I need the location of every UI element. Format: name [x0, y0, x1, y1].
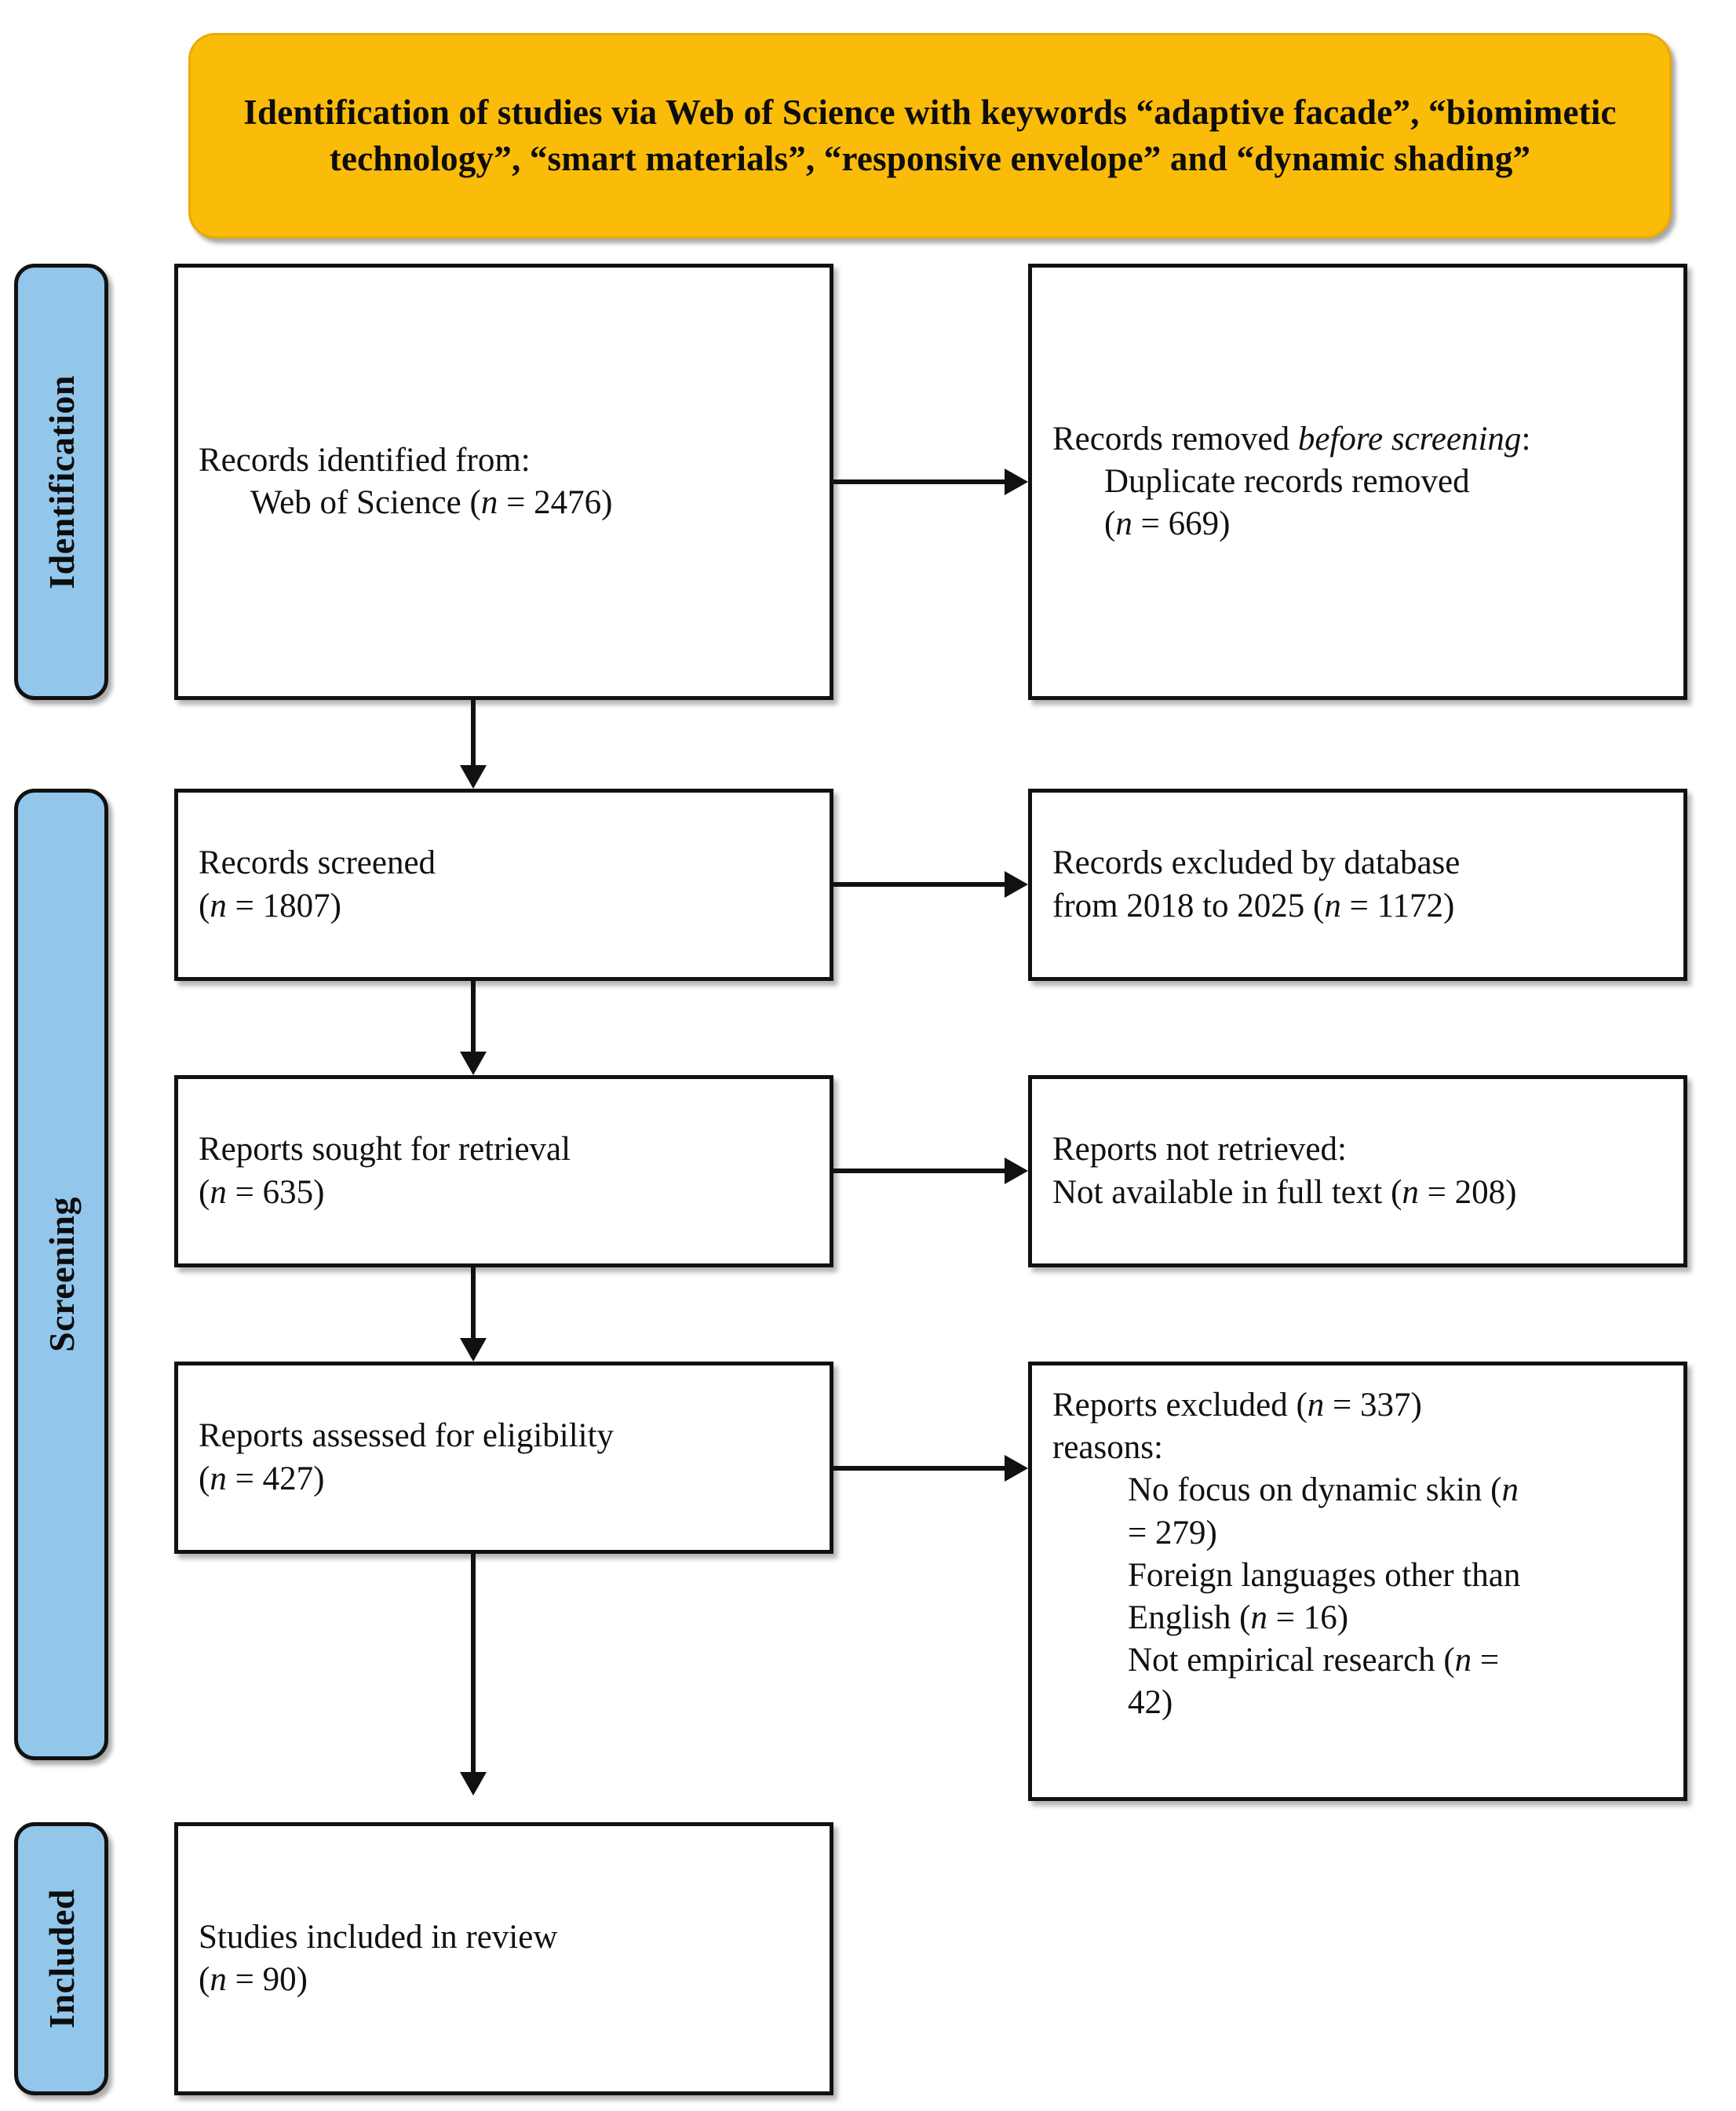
records-excluded-db-line1: Records excluded by database [1052, 844, 1461, 882]
records-removed-line3: (n = 669) [1052, 503, 1663, 545]
studies-included-line2: (n = 90) [199, 1959, 809, 2001]
connector-screened-to-sought [471, 981, 476, 1053]
records-removed-line1: Records removed before screening: [1052, 418, 1663, 461]
before-screening-emphasis: before screening [1297, 420, 1522, 458]
reports-not-retrieved-reason: Not available in full text ( [1052, 1173, 1402, 1211]
connector-sought-to-assessed [471, 1267, 476, 1340]
records-screened-line1: Records screened [199, 844, 436, 882]
reports-sought-line1: Reports sought for retrieval [199, 1131, 571, 1169]
arrowhead-assessed-to-included [460, 1772, 487, 1796]
node-reports-sought: Reports sought for retrieval (n = 635) [174, 1075, 833, 1267]
n-italic: n [1115, 505, 1132, 543]
exclusion-reason-1: No focus on dynamic skin (n [1052, 1469, 1663, 1511]
connector-sought-to-not-retrieved [833, 1169, 1005, 1173]
arrowhead-assessed-to-excluded [1005, 1455, 1028, 1482]
node-studies-included: Studies included in review (n = 90) [174, 1822, 833, 2095]
n-italic: n [210, 1460, 227, 1497]
exclusion-reason-3-eq: = [1472, 1642, 1500, 1679]
reports-sought-line2: (n = 635) [199, 1172, 809, 1214]
n-italic: n [1250, 1599, 1267, 1636]
node-reports-excluded: Reports excluded (n = 337) reasons: No f… [1028, 1362, 1687, 1801]
connector-assessed-to-excluded [833, 1466, 1005, 1471]
exclusion-reason-2-text: English ( [1128, 1599, 1251, 1636]
arrowhead-sought-to-assessed [460, 1338, 487, 1362]
arrowhead-screened-to-excluded-db [1005, 871, 1028, 898]
n-italic: n [1454, 1642, 1472, 1679]
records-removed-line2: Duplicate records removed [1104, 462, 1470, 500]
n-italic: n [480, 484, 498, 521]
records-screened-line2: (n = 1807) [199, 885, 809, 928]
reports-excluded-count: = 337) [1324, 1387, 1422, 1424]
reports-not-retrieved-line2: Not available in full text (n = 208) [1052, 1172, 1663, 1214]
arrowhead-sought-to-not-retrieved [1005, 1158, 1028, 1184]
records-identified-source: Web of Science ( [250, 484, 481, 521]
node-records-removed: Records removed before screening: Duplic… [1028, 264, 1687, 700]
reports-assessed-count: = 427) [226, 1460, 325, 1497]
reports-excluded-prefix: Reports excluded ( [1052, 1387, 1307, 1424]
stage-rail-included-label: Included [41, 1889, 82, 2029]
exclusion-reason-3-text: Not empirical research ( [1128, 1642, 1455, 1679]
records-excluded-db-count: = 1172) [1340, 887, 1455, 924]
paren-open: ( [199, 1961, 210, 1998]
arrowhead-identified-to-screened [460, 765, 487, 789]
connector-identified-to-removed [833, 479, 1005, 484]
n-italic: n [1307, 1387, 1325, 1424]
records-removed-count: = 669) [1132, 505, 1231, 543]
identification-banner: Identification of studies via Web of Sci… [188, 33, 1672, 239]
paren-open: ( [1104, 505, 1116, 543]
n-italic: n [1324, 887, 1341, 924]
banner-text: Identification of studies via Web of Sci… [243, 92, 1617, 178]
records-removed-prefix: Records removed [1052, 420, 1298, 458]
records-excluded-db-line2: from 2018 to 2025 (n = 1172) [1052, 885, 1663, 928]
stage-rail-included: Included [14, 1822, 108, 2095]
exclusion-reason-1-text: No focus on dynamic skin ( [1128, 1471, 1502, 1509]
paren-open: ( [199, 887, 210, 924]
paren-open: ( [199, 1173, 210, 1211]
arrowhead-screened-to-sought [460, 1052, 487, 1075]
exclusion-reason-2-count: = 16) [1267, 1599, 1349, 1636]
n-italic: n [1501, 1471, 1519, 1509]
records-identified-line2: Web of Science (n = 2476) [199, 482, 809, 524]
arrowhead-identified-to-removed [1005, 469, 1028, 495]
reports-excluded-reasons-label: reasons: [1052, 1429, 1163, 1467]
node-reports-not-retrieved: Reports not retrieved: Not available in … [1028, 1075, 1687, 1267]
records-identified-line1: Records identified from: [199, 441, 531, 479]
stage-rail-identification-label: Identification [41, 374, 82, 589]
records-identified-count: = 2476) [498, 484, 613, 521]
n-italic: n [1402, 1173, 1419, 1211]
node-records-screened: Records screened (n = 1807) [174, 789, 833, 981]
studies-included-count: = 90) [226, 1961, 308, 1998]
reports-sought-count: = 635) [226, 1173, 325, 1211]
reports-assessed-line1: Reports assessed for eligibility [199, 1417, 615, 1455]
exclusion-reason-2-cont: English (n = 16) [1052, 1597, 1663, 1639]
node-records-excluded-database: Records excluded by database from 2018 t… [1028, 789, 1687, 981]
n-italic: n [210, 1961, 227, 1998]
studies-included-line1: Studies included in review [199, 1918, 558, 1956]
reports-assessed-line2: (n = 427) [199, 1458, 809, 1500]
n-italic: n [210, 887, 227, 924]
paren-open: ( [199, 1460, 210, 1497]
exclusion-reason-3: Not empirical research (n = [1052, 1639, 1663, 1682]
records-screened-count: = 1807) [226, 887, 341, 924]
exclusion-reason-3-cont: 42) [1128, 1684, 1173, 1722]
stage-rail-screening: Screening [14, 789, 108, 1760]
connector-assessed-to-included [471, 1554, 476, 1774]
stage-rail-identification: Identification [14, 264, 108, 700]
records-excluded-db-range: from 2018 to 2025 ( [1052, 887, 1325, 924]
reports-excluded-line1: Reports excluded (n = 337) [1052, 1384, 1663, 1427]
connector-screened-to-excluded-db [833, 882, 1005, 887]
reports-not-retrieved-count: = 208) [1418, 1173, 1517, 1211]
node-reports-assessed: Reports assessed for eligibility (n = 42… [174, 1362, 833, 1554]
records-removed-colon: : [1521, 420, 1531, 458]
connector-identified-to-screened [471, 700, 476, 767]
n-italic: n [210, 1173, 227, 1211]
reports-not-retrieved-line1: Reports not retrieved: [1052, 1131, 1347, 1169]
stage-rail-screening-label: Screening [41, 1197, 82, 1352]
exclusion-reason-1-cont: = 279) [1128, 1514, 1217, 1551]
node-records-identified: Records identified from: Web of Science … [174, 264, 833, 700]
exclusion-reason-2: Foreign languages other than [1128, 1556, 1521, 1594]
